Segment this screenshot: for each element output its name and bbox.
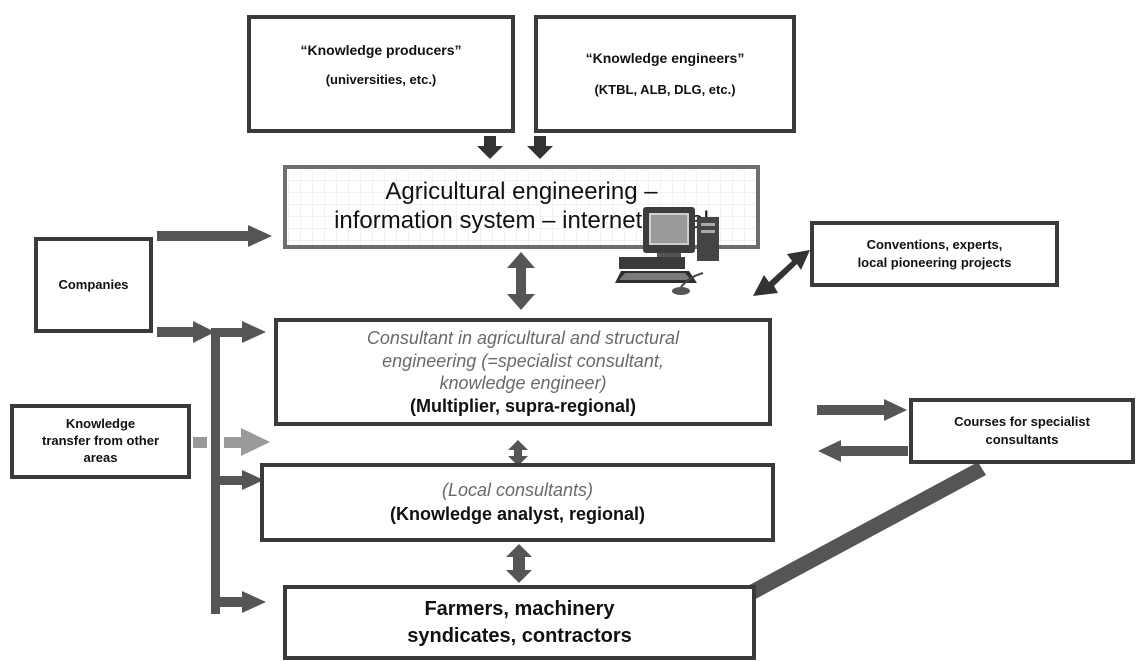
companies-label: Companies xyxy=(58,276,129,292)
consultant-line3: knowledge engineer) xyxy=(439,373,607,393)
consultant-line4: (Multiplier, supra-regional) xyxy=(409,395,637,416)
producers-down-arrow xyxy=(477,136,503,159)
consultant-to-courses-arrow xyxy=(817,399,907,421)
farmers-line2: syndicates, contractors xyxy=(407,624,632,647)
transfer-line3: areas xyxy=(83,449,118,465)
bus-to-consultant-arrow xyxy=(215,321,266,343)
bus-to-local-arrow xyxy=(215,470,264,490)
local-consultants-box: (Local consultants) (Knowledge analyst, … xyxy=(260,463,775,542)
portal-title-line1: Agricultural engineering – xyxy=(385,178,658,206)
bus-to-farmers-arrow xyxy=(215,591,266,613)
portal-consultant-double-arrow xyxy=(507,252,535,310)
companies-to-consultant-arrow xyxy=(157,321,215,343)
bus-vertical-line xyxy=(211,328,220,614)
local-farmers-double-arrow xyxy=(506,544,532,583)
local-line1: (Local consultants) xyxy=(441,480,594,501)
engineers-subtitle: (KTBL, ALB, DLG, etc.) xyxy=(594,81,736,97)
producers-subtitle: (universities, etc.) xyxy=(325,71,437,87)
conventions-box: Conventions, experts, local pioneering p… xyxy=(810,221,1059,287)
engineers-down-arrow xyxy=(527,136,553,159)
consultant-local-double-arrow xyxy=(508,440,528,466)
courses-box: Courses for specialist consultants xyxy=(909,398,1135,464)
engineers-title: “Knowledge engineers” xyxy=(585,50,745,66)
consultant-line2: engineering (=specialist consultant, xyxy=(382,350,664,371)
conventions-double-arrow xyxy=(753,250,810,296)
consultant-line1: Consultant in agricultural and structura… xyxy=(366,328,680,348)
knowledge-transfer-box: Knowledge transfer from other areas xyxy=(10,404,191,479)
knowledge-producers-box: “Knowledge producers” (universities, etc… xyxy=(247,15,515,133)
conventions-line1: Conventions, experts, xyxy=(866,236,1003,252)
transfer-line1: Knowledge xyxy=(65,416,136,432)
knowledge-engineers-box: “Knowledge engineers” (KTBL, ALB, DLG, e… xyxy=(534,15,796,133)
producers-title: “Knowledge producers” xyxy=(300,42,462,58)
transfer-line2: transfer from other xyxy=(41,433,160,449)
farmers-box: Farmers, machinery syndicates, contracto… xyxy=(283,585,756,660)
courses-line1: Courses for specialist xyxy=(954,413,1090,429)
companies-to-portal-arrow xyxy=(157,225,272,247)
specialist-consultant-box: Consultant in agricultural and structura… xyxy=(274,318,772,426)
companies-box: Companies xyxy=(34,237,153,333)
local-line2: (Knowledge analyst, regional) xyxy=(389,503,646,524)
computer-icon xyxy=(615,207,719,295)
courses-line2: consultants xyxy=(985,432,1059,447)
courses-to-consultant-arrow xyxy=(818,440,908,462)
farmers-line1: Farmers, machinery xyxy=(424,597,615,620)
transfer-dashed-arrow xyxy=(193,428,270,456)
conventions-line2: local pioneering projects xyxy=(857,255,1012,270)
